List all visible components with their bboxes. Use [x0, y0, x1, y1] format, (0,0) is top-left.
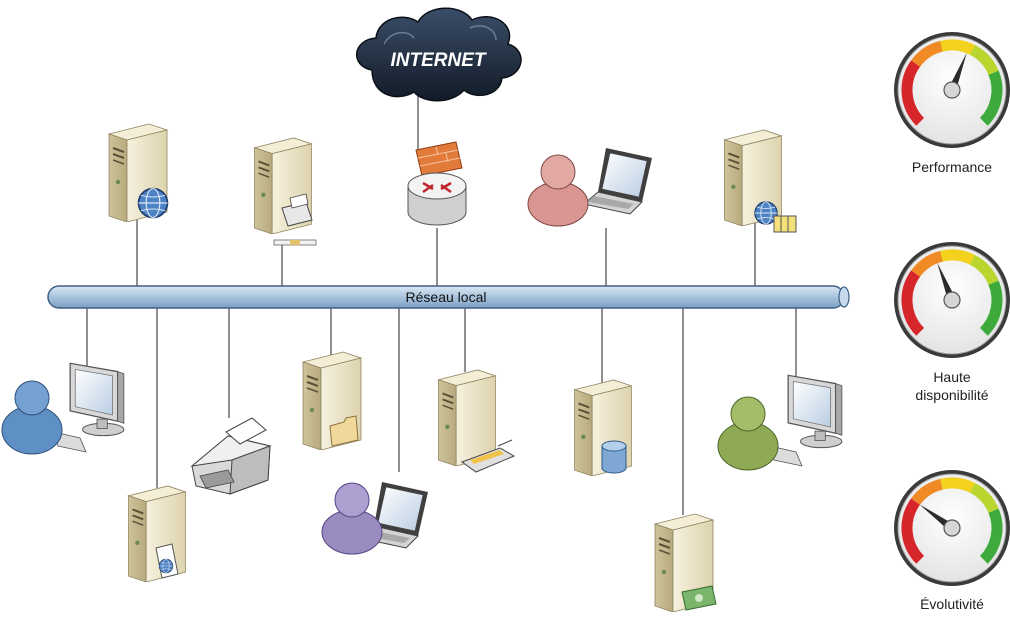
- gauges: [894, 32, 1010, 586]
- gauge-label-scalability: Évolutivité: [920, 596, 984, 612]
- gauge-band-3: [969, 255, 999, 286]
- gauge-band-0: [901, 498, 925, 564]
- gauge-2: [894, 470, 1010, 586]
- scanner-icon: [460, 439, 516, 473]
- router-firewall: [407, 141, 467, 226]
- gauge-band-0: [901, 60, 925, 126]
- gauge-0: [894, 32, 1010, 148]
- gauge-band-4: [979, 280, 1003, 336]
- gauge-label-performance: Performance: [911, 159, 993, 175]
- gauge-band-2: [940, 39, 975, 55]
- folder-icon: [329, 415, 359, 447]
- gauge-band-2: [940, 249, 975, 265]
- gauge-band-1: [911, 40, 944, 68]
- gauge-hub: [943, 81, 961, 99]
- network-label: Réseau local: [406, 289, 487, 305]
- printer-icon: [273, 193, 317, 246]
- laptop-icon: [583, 147, 653, 215]
- mail-icon: [773, 215, 797, 233]
- firewall-icon: [415, 141, 463, 177]
- gauge-band-2: [940, 477, 975, 493]
- gauge-band-1: [911, 250, 944, 278]
- print-server: [253, 136, 317, 246]
- scanner-server: [437, 368, 516, 473]
- local-network-bus: Réseau local: [47, 285, 850, 309]
- database-server: [573, 378, 633, 476]
- document-globe-icon: [155, 543, 179, 579]
- gauge-band-0: [901, 270, 925, 336]
- user-blue-workstation: [1, 362, 125, 455]
- monitor-icon: [787, 374, 843, 449]
- gauge-band-1: [911, 478, 944, 506]
- gauge-hub: [943, 291, 961, 309]
- internet-label: INTERNET: [391, 50, 487, 71]
- banknote-icon: [681, 585, 717, 611]
- gauge-hub: [943, 519, 961, 537]
- file-server: [301, 350, 363, 450]
- gauge-band-4: [979, 70, 1003, 126]
- database-icon: [601, 440, 627, 474]
- gauge-1: [894, 242, 1010, 358]
- monitor-icon: [69, 362, 125, 437]
- user-pink-icon: [527, 154, 589, 227]
- mail-server: [723, 128, 797, 233]
- web-server: [107, 122, 169, 222]
- user-purple-icon: [321, 482, 383, 555]
- gauge-band-3: [969, 483, 999, 514]
- internet-cloud: INTERNET: [355, 7, 522, 102]
- remote-user-laptop: [527, 147, 653, 227]
- connector-lines: [86, 95, 797, 515]
- user-green-workstation: [717, 374, 843, 471]
- globe-icon: [137, 187, 169, 219]
- gauge-band-3: [969, 45, 999, 76]
- user-purple-laptop: [321, 481, 429, 555]
- router-icon: [407, 172, 467, 226]
- network-printer: [190, 417, 272, 495]
- user-green-icon: [717, 396, 779, 471]
- gauge-label-availability: Haute disponibilité: [915, 369, 989, 403]
- user-blue-icon: [1, 380, 63, 455]
- web-client-server: [127, 484, 187, 582]
- payment-server: [653, 512, 717, 612]
- gauge-band-4: [979, 508, 1003, 564]
